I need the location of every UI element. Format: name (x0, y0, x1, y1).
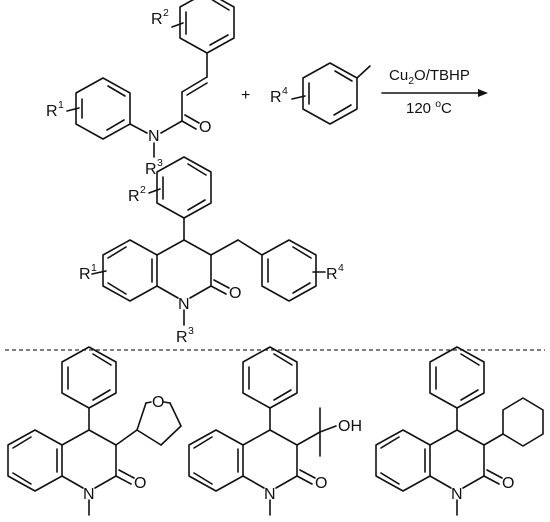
product-r1-superscript: 1 (91, 262, 97, 274)
ex1-lactam-ring (61, 429, 117, 477)
example-thf-product: N O O (7, 346, 182, 516)
product-oxygen-label: O (229, 285, 241, 302)
plus-sign: + (241, 87, 250, 104)
alkene-double-bond (181, 76, 208, 96)
ex2-benzo-ring (188, 429, 244, 492)
product-lactam-ring (156, 239, 212, 299)
ex3-lactam-ring (429, 429, 485, 477)
product-r4-label: R (326, 266, 338, 283)
r4-bond (291, 95, 306, 100)
ex1-nitrogen-label: N (83, 486, 95, 503)
ex1-oxygen-label: O (134, 475, 146, 492)
n-carbonyl-bond (160, 120, 183, 134)
example-cyclohexyl-product: N O (375, 346, 544, 516)
reactant-cinnamamide: R 1 R 2 N R 3 O (46, 0, 235, 178)
reaction-arrow (381, 89, 488, 97)
r1-label: R (46, 103, 58, 120)
ex2-nitrogen-label: N (264, 486, 276, 503)
r3-superscript: 3 (157, 157, 163, 169)
product-benzo-ring (102, 239, 158, 302)
methylene-benzyl-bond (237, 239, 263, 256)
r2-label: R (151, 11, 163, 28)
ex3-phenyl-ring (429, 346, 485, 409)
reactant-toluene: R 4 (270, 62, 371, 125)
ex1-phenyl-ring (61, 346, 117, 409)
ex1-benzo-ring (7, 429, 63, 492)
product-r3-label: R (176, 329, 188, 346)
ex3-oxygen-label: O (502, 475, 514, 492)
ex1-ring-oxygen-label: O (152, 394, 164, 411)
product-r3-superscript: 3 (188, 325, 194, 337)
ex2-oh-bond (319, 425, 337, 433)
methyl-bond (356, 65, 371, 79)
toluene-ring (302, 62, 358, 125)
product-nitrogen-label: N (178, 296, 190, 313)
r1-bond (66, 107, 80, 112)
temperature-label: 120 oC (406, 98, 452, 117)
ex2-lactam-ring (242, 429, 298, 477)
ex2-phenyl-ring (242, 346, 298, 409)
r1-superscript: 1 (58, 99, 64, 111)
example-alcohol-product: N O OH (188, 346, 362, 516)
aryl-n-bond (129, 123, 148, 134)
r4-label: R (270, 89, 282, 106)
product-c4-phenyl-ring (156, 156, 212, 219)
product-dihydroquinolinone: R 1 R 2 R 4 N R 3 O (79, 156, 344, 346)
ex3-cyclohexyl-ring (502, 397, 544, 447)
r2-bond (171, 22, 184, 28)
n-aryl-benzene-ring (75, 77, 131, 140)
r2-superscript: 2 (163, 7, 169, 19)
product-r4-superscript: 4 (338, 262, 344, 274)
carbonyl-double-bond (181, 114, 200, 130)
ex3-nitrogen-label: N (451, 486, 463, 503)
product-carbonyl (210, 279, 230, 295)
ex1-thf-ring (136, 401, 182, 446)
product-r2-bond (148, 188, 161, 194)
r4-superscript: 4 (282, 85, 288, 97)
carbonyl-oxygen-label: O (199, 119, 211, 136)
product-r2-label: R (128, 188, 140, 205)
ex3-benzo-ring (375, 429, 431, 492)
ex2-oxygen-label: O (315, 475, 327, 492)
product-r1-bond (91, 270, 107, 275)
r3-label: R (145, 161, 157, 178)
cinnamyl-benzene-ring (179, 0, 235, 54)
product-r2-superscript: 2 (140, 184, 146, 196)
product-r1-label: R (79, 266, 91, 283)
reagent-label: Cu2O/TBHP (389, 67, 470, 87)
ex2-hydroxyl-label: OH (338, 418, 362, 435)
amide-nitrogen-label: N (148, 128, 160, 145)
c3-methylene-bond (210, 239, 239, 256)
product-benzyl-ring (261, 239, 317, 302)
